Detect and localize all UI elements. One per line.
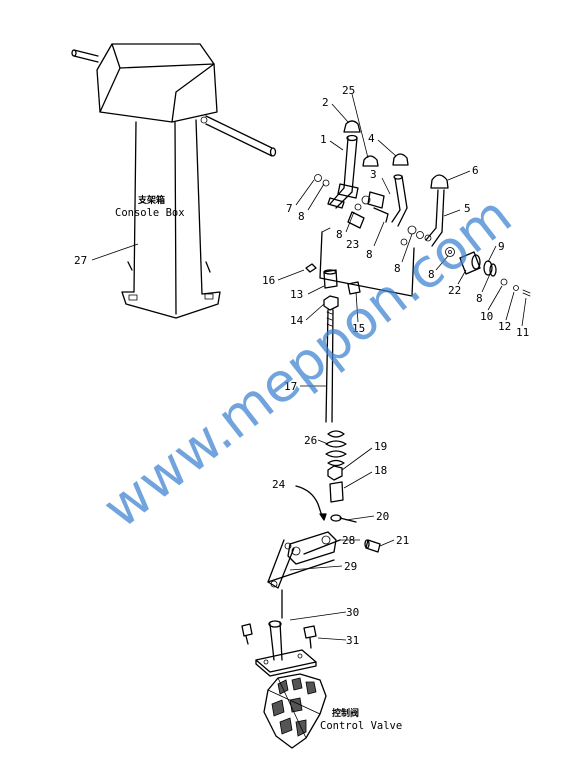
callout-21: 21	[396, 534, 409, 547]
callout-23: 23	[346, 238, 359, 251]
callout-27: 27	[74, 254, 87, 267]
pin-20	[330, 514, 357, 523]
callout-14: 14	[290, 314, 304, 327]
callout-1: 1	[320, 133, 327, 146]
callout-8b: 8	[336, 228, 343, 241]
rod-end-13	[323, 269, 338, 289]
callout-24: 24	[272, 478, 286, 491]
knob-6	[430, 174, 449, 189]
callout-numbers: 1 2 3 4 5 6 7 8 8 8 8 8 8 9 10 11 12 13 …	[74, 84, 529, 647]
lever-bracket-plate	[319, 227, 415, 297]
callout-30: 30	[346, 606, 359, 619]
callout-3: 3	[370, 168, 377, 181]
callout-26: 26	[304, 434, 317, 447]
callout-31: 31	[346, 634, 359, 647]
rod-end-18	[329, 481, 344, 503]
shaft-assembly-right	[445, 247, 531, 297]
lever-3	[347, 174, 408, 229]
callout-18: 18	[374, 464, 387, 477]
callout-8d: 8	[394, 262, 401, 275]
boot-26	[325, 430, 347, 467]
lever-1	[314, 120, 361, 209]
cotter-pin-24	[295, 485, 327, 521]
bracket-30	[255, 620, 317, 677]
callout-17: 17	[284, 380, 297, 393]
link-28	[287, 531, 341, 565]
lever-29	[267, 539, 335, 619]
callout-8e: 8	[428, 268, 435, 281]
nut-14	[323, 295, 339, 311]
pin-21	[364, 539, 381, 553]
pin-15	[347, 281, 361, 295]
callout-7: 7	[286, 202, 293, 215]
callout-9: 9	[498, 240, 505, 253]
console-box-label-en: Console Box	[115, 207, 185, 219]
control-valve-label-en: Control Valve	[320, 720, 402, 732]
control-valve	[263, 673, 327, 749]
callout-19: 19	[374, 440, 387, 453]
callout-12: 12	[498, 320, 511, 333]
control-rod-17	[325, 309, 334, 423]
nut-19	[327, 465, 343, 481]
callout-8a: 8	[298, 210, 305, 223]
callout-22: 22	[448, 284, 461, 297]
callout-6: 6	[472, 164, 479, 177]
callout-11: 11	[516, 326, 529, 339]
leader-lines	[91, 93, 527, 641]
callout-5: 5	[464, 202, 471, 215]
knob-25	[362, 155, 379, 167]
callout-4: 4	[368, 132, 375, 145]
callout-2: 2	[322, 96, 329, 109]
console-box-label-cn: 支架箱	[137, 194, 165, 206]
callout-10: 10	[480, 310, 493, 323]
callout-15: 15	[352, 322, 365, 335]
callout-8c: 8	[366, 248, 373, 261]
callout-20: 20	[376, 510, 389, 523]
callout-8f: 8	[476, 292, 483, 305]
control-valve-label-cn: 控制阀	[332, 707, 359, 719]
callout-13: 13	[290, 288, 303, 301]
watermark-text: www.meppon.com	[91, 183, 523, 540]
pin-16	[305, 263, 317, 273]
console-box	[71, 43, 277, 319]
bolt-31a	[241, 623, 253, 645]
callout-16: 16	[262, 274, 275, 287]
lever-5	[400, 189, 445, 247]
callout-25: 25	[342, 84, 355, 97]
callout-28: 28	[342, 534, 355, 547]
callout-29: 29	[344, 560, 357, 573]
bolt-31b	[303, 625, 317, 649]
